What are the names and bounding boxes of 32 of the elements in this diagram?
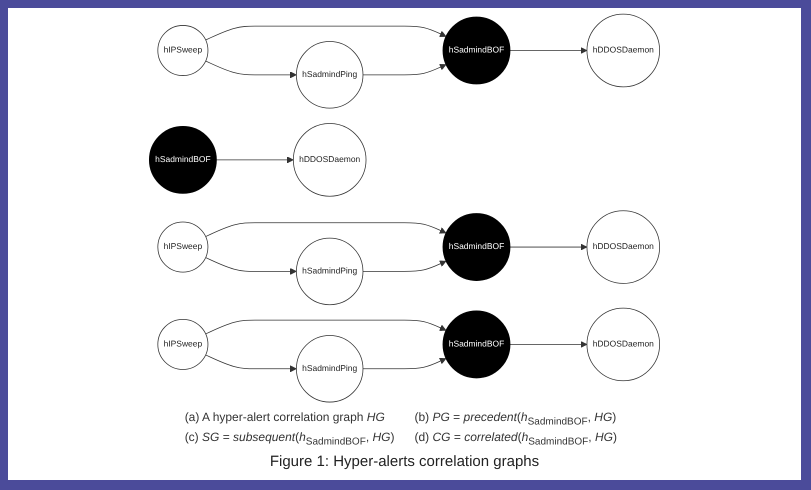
arrow xyxy=(205,222,446,237)
node-circle: hDDOSDaemon xyxy=(586,210,660,284)
arrow xyxy=(216,156,294,164)
subfigure-caption: (c) SG = subsequent(h$_{SadmindBOF}$, HG) xyxy=(184,430,394,447)
arrow xyxy=(205,354,297,372)
arrow xyxy=(362,358,446,370)
arrow xyxy=(362,64,446,76)
arrow xyxy=(362,260,446,272)
arrow xyxy=(205,320,446,334)
figure-caption: Figure 1: Hyper-alerts correlation graphs xyxy=(270,453,540,470)
node-circle: hIPSweep xyxy=(157,25,208,76)
subfigure-caption: (d) CG = correlated(h$_{SadmindBOF}$, HG) xyxy=(414,430,618,447)
node-circle: hSadmindPing xyxy=(296,41,364,109)
node-circle: hSadmindBOF xyxy=(442,310,510,378)
node-circle: hSadmindBOF xyxy=(148,126,217,194)
subfigure-caption: (b) PG = precedent(h$_{SadmindBOF}$, HG) xyxy=(414,410,618,428)
arrow xyxy=(205,257,297,275)
node-circle: hIPSweep xyxy=(157,222,208,272)
arrow xyxy=(510,244,588,250)
subfigure-caption: (a) A hyper-alert correlation graph HG xyxy=(184,410,386,426)
node-circle: hDDOSDaemon xyxy=(586,14,660,88)
arrow xyxy=(510,341,588,348)
node-circle: hSadmindPing xyxy=(296,335,364,402)
arrow xyxy=(510,47,588,54)
node-circle: hSadmindBOF xyxy=(442,213,510,281)
node-circle: hSadmindBOF xyxy=(442,16,510,84)
node-circle: hDDOSDaemon xyxy=(586,308,660,382)
arrow xyxy=(205,26,446,40)
node-circle: hDDOSDaemon xyxy=(292,123,366,197)
arrow xyxy=(205,60,297,78)
node-circle: hSadmindPing xyxy=(296,238,364,306)
node-circle: hIPSweep xyxy=(157,318,208,370)
